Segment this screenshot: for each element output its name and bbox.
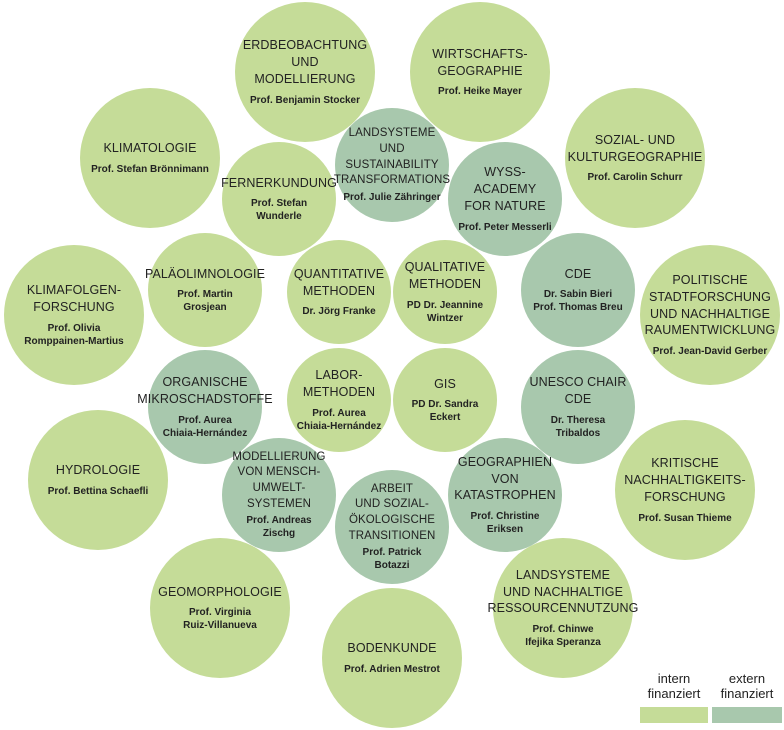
circle-professor: PD Dr. Sandra Eckert — [411, 399, 479, 424]
circle-professor: Prof. Julie Zähringer — [343, 191, 441, 203]
circle-professor: Prof. Jean-David Gerber — [652, 346, 768, 358]
circle-professor: Dr. Jörg Franke — [302, 306, 376, 318]
circle-arbeit-transitionen: ARBEIT UND SOZIAL- ÖKOLOGISCHE TRANSITIO… — [335, 470, 449, 584]
circle-modellierung-mensch-umwelt: MODELLIERUNG VON MENSCH- UMWELT-SYSTEMEN… — [222, 438, 336, 552]
circle-title: LABOR- METHODEN — [302, 368, 376, 399]
circle-palaeolimnologie: PALÄOLIMNOLOGIE Prof. Martin Grosjean — [144, 233, 266, 347]
circle-labormethoden: LABOR- METHODEN Prof. Aurea Chiaia-Herná… — [287, 348, 391, 452]
circle-sozial-kulturgeographie: SOZIAL- UND KULTURGEOGRAPHIE Prof. Carol… — [565, 88, 705, 228]
circle-title: GEOMORPHOLOGIE — [158, 584, 282, 599]
circle-professor: Prof. Patrick Botazzi — [362, 547, 422, 572]
circle-title: HYDROLOGIE — [55, 463, 141, 478]
circle-geomorphologie: GEOMORPHOLOGIE Prof. Virginia Ruiz-Villa… — [150, 538, 290, 678]
circle-professor: Prof. Benjamin Stocker — [249, 94, 361, 106]
circle-title: POLITISCHE STADTFORSCHUNG UND NACHHALTIG… — [644, 272, 776, 338]
legend-swatch-extern — [712, 707, 782, 723]
circle-klimafolgenforschung: KLIMAFOLGEN- FORSCHUNG Prof. Olivia Romp… — [4, 245, 144, 385]
circle-professor: Prof. Virginia Ruiz-Villanueva — [183, 607, 257, 632]
circle-title: KLIMATOLOGIE — [103, 141, 197, 156]
circle-title: SOZIAL- UND KULTURGEOGRAPHIE — [567, 132, 703, 164]
circle-title: KRITISCHE NACHHALTIGKEITS- FORSCHUNG — [624, 456, 746, 504]
circle-title: WYSS-ACADEMY FOR NATURE — [464, 165, 546, 213]
circle-fernerkundung: FERNERKUNDUNG Prof. Stefan Wunderle — [221, 142, 337, 256]
circle-professor: Prof. Heike Mayer — [438, 86, 522, 98]
circle-professor: Dr. Theresa Tribaldos — [550, 414, 606, 439]
circle-title: KLIMAFOLGEN- FORSCHUNG — [26, 283, 122, 314]
circle-professor: Prof. Bettina Schaefli — [47, 485, 149, 497]
circle-professor: Prof. Andreas Zischg — [246, 515, 312, 540]
circle-title: ERDBEOBACHTUNG UND MODELLIERUNG — [242, 38, 368, 86]
circle-title: PALÄOLIMNOLOGIE — [144, 266, 266, 281]
circle-quantitative-methoden: QUANTITATIVE METHODEN Dr. Jörg Franke — [287, 240, 391, 344]
circle-kritische-nachhaltigkeitsforschung: KRITISCHE NACHHALTIGKEITS- FORSCHUNG Pro… — [615, 420, 755, 560]
circle-professor: Prof. Susan Thieme — [638, 512, 732, 524]
circle-title: UNESCO CHAIR CDE — [529, 375, 627, 406]
circle-title: LANDSYSTEME UND SUSTAINABILITY TRANSFORM… — [333, 127, 451, 187]
circle-title: WIRTSCHAFTS- GEOGRAPHIE — [432, 46, 528, 78]
circle-title: QUANTITATIVE METHODEN — [293, 266, 385, 298]
circle-landsysteme-sustainability: LANDSYSTEME UND SUSTAINABILITY TRANSFORM… — [333, 108, 451, 222]
circle-title: BODENKUNDE — [347, 641, 437, 656]
circle-professor: Prof. Adrien Mestrot — [344, 663, 440, 675]
circle-professor: Prof. Stefan Brönnimann — [91, 163, 209, 175]
circle-title: QUALITATIVE METHODEN — [404, 260, 486, 291]
circle-title: MODELLIERUNG VON MENSCH- UMWELT-SYSTEMEN — [232, 450, 326, 510]
circle-organische-mikroschadstoffe: ORGANISCHE MIKROSCHADSTOFFE Prof. Aurea … — [137, 350, 273, 464]
circle-hydrologie: HYDROLOGIE Prof. Bettina Schaefli — [28, 410, 168, 550]
circle-cde: CDE Dr. Sabin Bieri Prof. Thomas Breu — [521, 233, 635, 347]
circle-qualitative-methoden: QUALITATIVE METHODEN PD Dr. Jeannine Win… — [393, 240, 497, 344]
circle-professor: Dr. Sabin Bieri Prof. Thomas Breu — [533, 289, 623, 314]
circle-erdbeobachtung: ERDBEOBACHTUNG UND MODELLIERUNG Prof. Be… — [235, 2, 375, 142]
circle-professor: Prof. Christine Eriksen — [470, 511, 540, 536]
circle-title: LANDSYSTEME UND NACHHALTIGE RESSOURCENNU… — [487, 567, 639, 616]
legend-label-intern: intern finanziert — [647, 671, 701, 701]
circle-title: GIS — [434, 376, 456, 391]
circle-landsysteme-ressourcennutzung: LANDSYSTEME UND NACHHALTIGE RESSOURCENNU… — [488, 538, 638, 678]
circle-professor: Prof. Olivia Romppainen-Martius — [24, 322, 124, 347]
circle-title: CDE — [564, 266, 592, 281]
circle-title: GEOGRAPHIEN VON KATASTROPHEN — [454, 454, 556, 503]
circle-title: ORGANISCHE MIKROSCHADSTOFFE — [137, 375, 273, 406]
circle-professor: Prof. Stefan Wunderle — [250, 198, 308, 223]
circle-wyss-academy: WYSS-ACADEMY FOR NATURE Prof. Peter Mess… — [448, 142, 562, 256]
circle-politische-stadtforschung: POLITISCHE STADTFORSCHUNG UND NACHHALTIG… — [640, 245, 780, 385]
circle-professor: Prof. Peter Messerli — [458, 221, 552, 233]
circle-title: FERNERKUNDUNG — [221, 175, 337, 190]
legend-swatch-intern — [640, 707, 708, 723]
circle-wirtschaftsgeographie: WIRTSCHAFTS- GEOGRAPHIE Prof. Heike Maye… — [410, 2, 550, 142]
circle-gis: GIS PD Dr. Sandra Eckert — [393, 348, 497, 452]
circle-professor: Prof. Chinwe Ifejika Speranza — [525, 624, 601, 649]
circle-bodenkunde: BODENKUNDE Prof. Adrien Mestrot — [322, 588, 462, 728]
circle-klimatologie: KLIMATOLOGIE Prof. Stefan Brönnimann — [80, 88, 220, 228]
legend-label-extern: extern finanziert — [720, 671, 774, 701]
circle-title: ARBEIT UND SOZIAL- ÖKOLOGISCHE TRANSITIO… — [348, 482, 436, 542]
circle-professor: Prof. Martin Grosjean — [177, 289, 233, 314]
circle-professor: PD Dr. Jeannine Wintzer — [406, 299, 484, 324]
circle-professor: Prof. Aurea Chiaia-Hernández — [162, 414, 248, 439]
circle-professor: Prof. Carolin Schurr — [587, 172, 683, 184]
circle-unesco-chair: UNESCO CHAIR CDE Dr. Theresa Tribaldos — [521, 350, 635, 464]
circle-geographien-katastrophen: GEOGRAPHIEN VON KATASTROPHEN Prof. Chris… — [448, 438, 562, 552]
circle-professor: Prof. Aurea Chiaia-Hernández — [296, 407, 382, 432]
